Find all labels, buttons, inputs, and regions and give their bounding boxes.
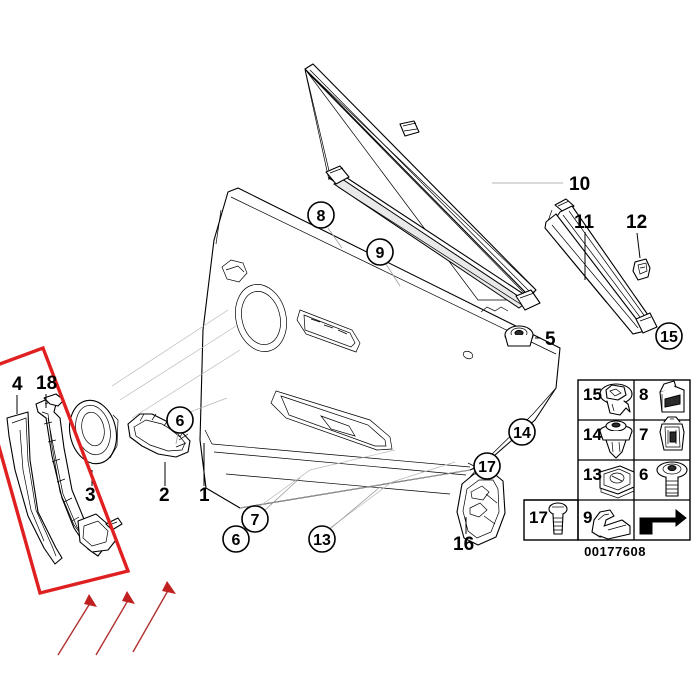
icon-tapping-screw-icon — [548, 502, 568, 535]
label-4: 4 — [12, 374, 23, 395]
grommet-part-5 — [504, 325, 541, 347]
callout-17: 17 — [473, 452, 501, 480]
sunshade-assembly — [304, 63, 563, 311]
label-5: 5 — [545, 329, 556, 350]
diagram-part-number: 00177608 — [584, 544, 646, 559]
label-2: 2 — [159, 485, 170, 506]
cell-15-number: 15 — [583, 385, 602, 404]
cell-6-number: 6 — [639, 465, 648, 484]
callout-8-label: 8 — [317, 208, 326, 225]
callout-6-lower: 6 — [222, 525, 250, 553]
callout-15-label: 15 — [660, 329, 678, 346]
icon-expanding-rivet-icon — [599, 420, 633, 459]
icon-socket-clip-icon — [659, 416, 685, 451]
callout-8: 8 — [307, 201, 335, 229]
label-11: 11 — [574, 212, 595, 233]
cell-9-number: 9 — [583, 508, 592, 527]
cell-8-number: 8 — [639, 385, 648, 404]
rear-quarter-trim-11 — [544, 198, 658, 335]
highlight-box — [0, 345, 131, 596]
highlight-arrows — [57, 581, 176, 656]
icon-hook-clip-icon — [591, 509, 631, 540]
callout-7: 7 — [241, 505, 269, 533]
callout-6-upper: 6 — [166, 406, 194, 434]
callout-7-label: 7 — [251, 512, 260, 529]
label-3: 3 — [85, 485, 96, 506]
callout-13: 13 — [308, 525, 336, 553]
label-16: 16 — [453, 534, 474, 555]
callout-leaders — [175, 227, 401, 530]
plain-label-group: 4 18 3 2 1 5 10 11 12 16 — [12, 174, 647, 555]
callout-14-label: 14 — [513, 425, 531, 442]
label-1: 1 — [199, 485, 210, 506]
callout-6-upper-label: 6 — [176, 413, 185, 430]
callout-9-label: 9 — [376, 245, 385, 262]
icon-square-clip-icon — [599, 465, 635, 499]
parts-grid-numbers: 15 8 14 7 13 6 9 17 — [529, 385, 648, 527]
icon-clip-rosette-icon — [599, 383, 633, 416]
cell-7-number: 7 — [639, 425, 648, 444]
icon-flange-screw-icon — [656, 461, 688, 497]
parts-legend-grid — [523, 379, 691, 541]
clip-part-12 — [632, 232, 651, 281]
callout-15: 15 — [655, 322, 683, 350]
red-arrow-2 — [95, 591, 135, 656]
red-arrow-1 — [57, 594, 97, 656]
callout-group: 8 9 6 14 15 17 7 6 — [166, 201, 683, 553]
callout-9: 9 — [366, 238, 394, 266]
part-2-door-handle — [127, 413, 191, 486]
latch-bracket-16 — [456, 469, 506, 546]
cell-13-number: 13 — [583, 465, 602, 484]
callout-13-label: 13 — [313, 532, 331, 549]
cell-14-number: 14 — [583, 425, 602, 444]
cell-17-number: 17 — [529, 508, 548, 527]
label-18: 18 — [36, 373, 57, 394]
label-12: 12 — [626, 212, 647, 233]
callout-14: 14 — [508, 418, 536, 446]
callout-17-label: 17 — [478, 459, 496, 476]
part-18-guide-rail — [35, 393, 123, 557]
callout-6-lower-label: 6 — [232, 532, 241, 549]
icon-pointer-arrow-icon — [639, 508, 687, 535]
label-10: 10 — [569, 174, 590, 195]
part-4-seal-strip — [6, 395, 63, 565]
icon-bracket-clip-icon — [659, 380, 685, 413]
red-arrow-3 — [132, 581, 176, 653]
door-trim-panel — [111, 187, 561, 529]
